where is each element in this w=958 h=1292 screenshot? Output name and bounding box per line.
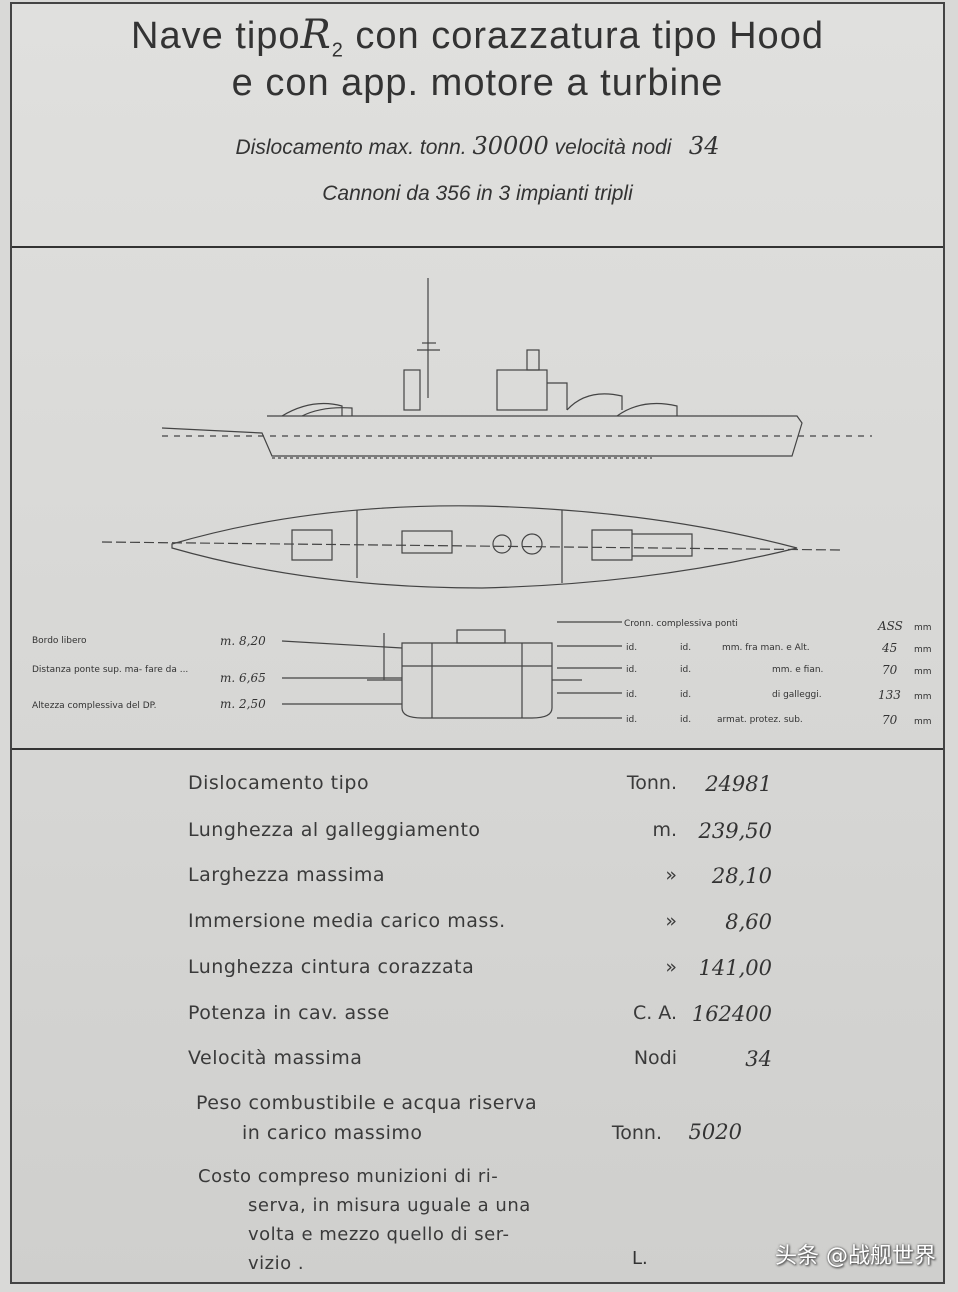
side-profile — [161, 278, 872, 459]
left-label-2: Distanza ponte sup. ma- fare da ... — [32, 665, 188, 675]
title-line-1: Nave tipoR2 con corazzatura tipo Hood — [12, 12, 943, 63]
subtitle-guns: Cannoni da 356 in 3 impianti tripli — [322, 182, 633, 205]
right-label-1: Cronn. complessiva ponti — [624, 619, 738, 629]
right-value-5: 70 — [882, 713, 898, 727]
spec-label: Potenza in cav. asse — [188, 1002, 390, 1024]
right-value-2: 45 — [881, 641, 897, 655]
peso-label-line1: Peso combustibile e acqua riserva — [196, 1092, 538, 1114]
spec-unit: Tonn. — [626, 772, 677, 794]
left-label-1: Bordo libero — [32, 636, 87, 646]
costo-text: Costo compreso munizioni di ri- serva, i… — [198, 1162, 588, 1278]
plan-view — [101, 505, 843, 589]
left-value-2: m. 6,65 — [220, 671, 266, 685]
costo-value: L. — [632, 1248, 648, 1269]
title-text-b: con corazzatura tipo Hood — [343, 15, 824, 57]
spec-value: 239,50 — [698, 819, 772, 843]
spec-row: Dislocamento tipo Tonn. 24981 — [12, 772, 943, 806]
spec-unit: Nodi — [633, 1047, 677, 1069]
subtitle-displacement: Dislocamento max. tonn. 30000 velocità n… — [12, 132, 943, 160]
spec-value: 34 — [745, 1047, 772, 1071]
spec-label: Immersione media carico mass. — [188, 910, 506, 932]
right-label-3c: mm. e fian. — [772, 665, 823, 675]
peso-row: Peso combustibile e acqua riserva in car… — [12, 1092, 943, 1152]
right-label-3b: id. — [680, 665, 691, 675]
spec-row: Lunghezza cintura corazzata » 141,00 — [12, 956, 943, 990]
title-type-r: R — [300, 12, 332, 58]
right-label-5a: id. — [626, 715, 637, 725]
right-label-3a: id. — [626, 665, 637, 675]
spec-label: Lunghezza cintura corazzata — [188, 956, 475, 978]
spec-unit: C. A. — [632, 1002, 677, 1024]
right-unit-2: mm — [914, 645, 932, 655]
funnel-aft — [526, 349, 540, 371]
right-label-4c: di galleggi. — [772, 690, 822, 700]
right-value-4: 133 — [878, 688, 901, 702]
peso-value: 5020 — [688, 1120, 742, 1144]
costo-line: volta e mezzo quello di ser- — [248, 1224, 510, 1245]
spec-unit: » — [665, 864, 677, 886]
sub1-label-b: velocità nodi — [548, 136, 672, 159]
spec-label: Lunghezza al galleggiamento — [188, 819, 481, 841]
sub1-value-displacement: 30000 — [472, 132, 549, 160]
spec-row: Larghezza massima » 28,10 — [12, 864, 943, 898]
spec-unit: » — [665, 910, 677, 932]
specs-table: Dislocamento tipo Tonn. 24981 Lunghezza … — [12, 752, 943, 1284]
right-label-5b: id. — [680, 715, 691, 725]
spec-row: Velocità massima Nodi 34 — [12, 1047, 943, 1081]
spec-label: Dislocamento tipo — [188, 772, 370, 794]
ship-drawing: Bordo libero Distanza ponte sup. ma- far… — [12, 248, 943, 750]
spec-value: 162400 — [691, 1002, 772, 1026]
midship-section — [281, 621, 622, 719]
right-label-2b: id. — [680, 643, 691, 653]
hull-plan — [171, 505, 798, 589]
watermark: 头条 @战舰世界 — [775, 1244, 936, 1269]
title-line-2: e con app. motore a turbine — [231, 62, 724, 104]
left-value-3: m. 2,50 — [220, 697, 266, 711]
right-label-5c: armat. protez. sub. — [717, 715, 803, 725]
right-unit-1: mm — [914, 623, 932, 633]
spec-value: 8,60 — [725, 910, 772, 934]
right-label-4b: id. — [680, 690, 691, 700]
title-type-sub: 2 — [331, 39, 344, 62]
right-label-2c: mm. fra man. e Alt. — [722, 643, 810, 653]
right-label-2a: id. — [626, 643, 637, 653]
left-value-1: m. 8,20 — [220, 634, 266, 648]
spec-value: 28,10 — [711, 864, 772, 888]
spec-unit: m. — [652, 819, 677, 841]
title-text-a: Nave tipo — [131, 15, 301, 57]
right-label-4a: id. — [626, 690, 637, 700]
hull-side — [161, 415, 803, 457]
ship-drawing-svg: Bordo libero Distanza ponte sup. ma- far… — [32, 278, 932, 727]
sub1-label-a: Dislocamento max. tonn. — [235, 136, 467, 159]
spec-value: 141,00 — [698, 956, 772, 980]
spec-label: Larghezza massima — [188, 864, 386, 886]
document-sheet: Nave tipoR2 con corazzatura tipo Hood e … — [10, 2, 945, 1284]
spec-unit: » — [665, 956, 677, 978]
spec-row: Immersione media carico mass. » 8,60 — [12, 910, 943, 944]
right-value-3: 70 — [882, 663, 898, 677]
left-label-3: Altezza complessiva del DP. — [32, 701, 157, 711]
funnel-fore — [403, 369, 421, 411]
spec-row: Potenza in cav. asse C. A. 162400 — [12, 1002, 943, 1036]
costo-line: Costo compreso munizioni di ri- — [198, 1166, 499, 1187]
right-value-1: ASS — [877, 619, 903, 633]
sub1-value-speed: 34 — [688, 132, 720, 160]
costo-line: vizio . — [248, 1253, 305, 1274]
superstructure — [496, 369, 548, 411]
spec-row: Lunghezza al galleggiamento m. 239,50 — [12, 819, 943, 853]
header: Nave tipoR2 con corazzatura tipo Hood e … — [12, 4, 943, 248]
right-unit-5: mm — [914, 717, 932, 727]
costo-line: serva, in misura uguale a una — [248, 1195, 531, 1216]
spec-label: Velocità massima — [188, 1047, 363, 1069]
peso-label-line2: in carico massimo — [242, 1122, 423, 1144]
right-unit-3: mm — [914, 667, 932, 677]
spec-value: 24981 — [705, 772, 772, 796]
right-unit-4: mm — [914, 692, 932, 702]
peso-unit: Tonn. — [611, 1122, 662, 1144]
